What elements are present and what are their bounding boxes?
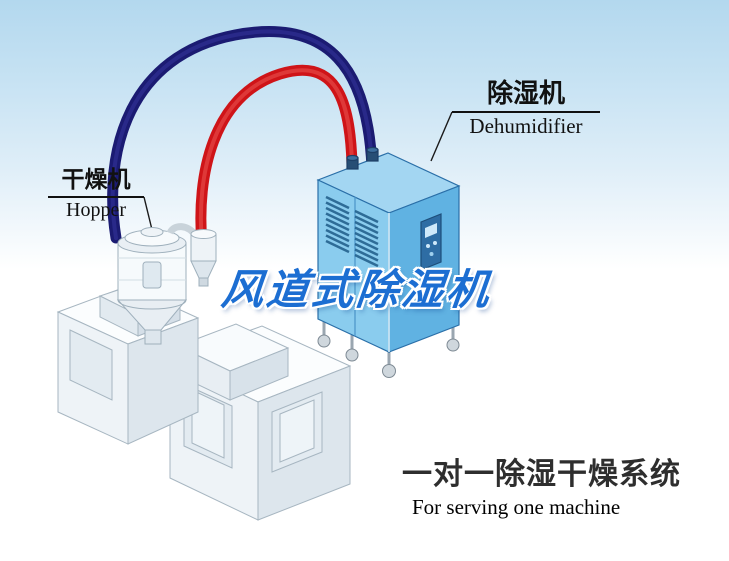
control-button xyxy=(426,244,430,248)
cabinet-vents xyxy=(325,195,379,268)
hopper-label-rule xyxy=(48,195,144,198)
extruder-machine xyxy=(56,281,352,521)
navy-duct-highlight xyxy=(110,29,374,240)
watermark-title: 风道式除湿机 xyxy=(219,266,495,313)
red-duct-highlight xyxy=(198,68,354,246)
duct-stubs xyxy=(346,146,379,170)
control-button xyxy=(429,252,434,256)
dehumidifier-label: 除湿机 Dehumidifier xyxy=(452,78,600,138)
caster-wheels xyxy=(317,321,460,378)
dehumidifier-leader-line xyxy=(430,111,453,162)
hopper-neck xyxy=(144,329,162,345)
duct-pipes xyxy=(107,26,378,250)
drying-hopper xyxy=(116,227,188,345)
hopper-filter-unit xyxy=(166,223,217,287)
caption-zh: 一对一除湿干燥系统 xyxy=(402,458,681,491)
hopper-label-zh: 干燥机 xyxy=(61,166,131,192)
control-button xyxy=(433,241,437,245)
dehumidifier-label-zh: 除湿机 xyxy=(486,78,565,108)
dehumidifier-label-en: Dehumidifier xyxy=(469,114,583,139)
hopper-label-en: Hopper xyxy=(66,198,126,221)
hopper-label: 干燥机 Hopper xyxy=(48,166,144,222)
dehumidifier-cabinet xyxy=(316,146,461,378)
cabinet-control-panel xyxy=(420,213,442,271)
hopper-sight-glass xyxy=(142,261,162,289)
control-display xyxy=(425,223,437,238)
caption-en: For serving one machine xyxy=(412,495,621,519)
dehumidifier-label-rule xyxy=(452,111,600,114)
hopper-lid-cap xyxy=(140,227,164,237)
